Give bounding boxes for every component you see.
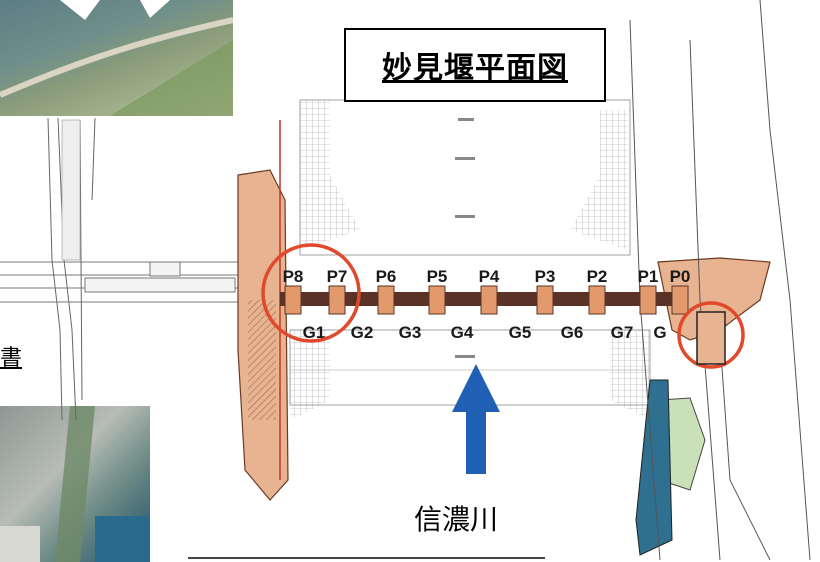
gate-label-g3: G3: [399, 323, 422, 342]
highlight-circle-right: [677, 301, 745, 369]
faint-plan-annotations: [455, 118, 475, 358]
pier-label-p7: P7: [327, 267, 348, 286]
gate-label-g: G: [653, 323, 666, 342]
pier-label-p3: P3: [535, 267, 556, 286]
aerial-photo-top-detail: [0, 0, 233, 116]
fish-ladder: [635, 379, 673, 556]
gate-label-g2: G2: [351, 323, 374, 342]
pier-p2: [588, 285, 606, 315]
gate-label-g4: G4: [451, 323, 474, 342]
pier-p1: [639, 285, 657, 315]
aerial-photo-bottom-detail: [0, 406, 150, 562]
pier-p4: [480, 285, 498, 315]
gate-labels: G1 G2 G3 G4 G5 G6 G7 G: [303, 323, 667, 342]
pier-label-p6: P6: [376, 267, 397, 286]
pier-label-p4: P4: [479, 267, 500, 286]
pier-p7: [328, 285, 346, 315]
pier-p8: [284, 285, 302, 315]
river-label: 信濃川: [414, 503, 499, 536]
pier-p3: [536, 285, 554, 315]
bridge-road: [0, 261, 250, 303]
pier-label-p8: P8: [283, 267, 304, 286]
pier-label-p2: P2: [587, 267, 608, 286]
right-pier-detail: [696, 311, 726, 365]
pier-label-p0: P0: [670, 267, 691, 286]
pier-p0: [671, 285, 689, 315]
gate-label-g6: G6: [561, 323, 584, 342]
pier-label-p5: P5: [427, 267, 448, 286]
cropped-text-fragment: 書: [0, 346, 23, 371]
upstream-apron: [299, 99, 631, 256]
right-embankment: [657, 257, 771, 341]
aerial-photo-top: [0, 0, 233, 116]
pier-label-p1: P1: [638, 267, 659, 286]
highlight-circle-left: [261, 243, 361, 343]
gate-label-g1: G1: [303, 323, 326, 342]
pier-p6: [377, 285, 395, 315]
pier-p5: [428, 285, 446, 315]
gate-label-g5: G5: [509, 323, 532, 342]
aerial-photo-bottom: [0, 406, 150, 562]
title-box: 妙見堰平面図: [344, 28, 606, 102]
gate-label-g7: G7: [611, 323, 634, 342]
left-bank-structure: [61, 119, 81, 261]
flow-arrow: [452, 364, 500, 474]
piers: P8 P7 P6 P5 P4 P3 P2 P1 P0: [283, 267, 691, 315]
left-bank-linework: [47, 117, 96, 421]
plan-title: 妙見堰平面図: [382, 51, 568, 86]
